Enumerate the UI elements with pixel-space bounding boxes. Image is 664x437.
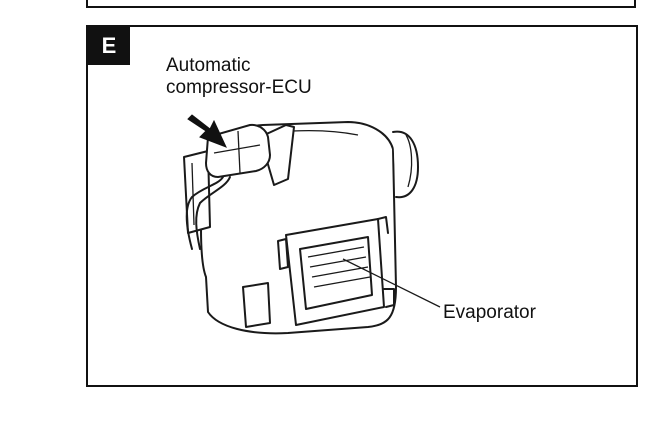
- figure-panel-e: E Automatic compressor-: [86, 25, 638, 387]
- pipe-stub: [392, 130, 419, 199]
- wire-harness: [185, 176, 224, 250]
- evaporator-unit-illustration: [183, 114, 441, 335]
- evaporator-leader-line: [342, 258, 441, 308]
- figure-letter-badge: E: [88, 27, 130, 65]
- evaporator-label: Evaporator: [443, 302, 536, 323]
- ecu-label-line-1: Automatic: [166, 55, 251, 76]
- lower-mount-foot: [242, 282, 271, 328]
- previous-figure-frame: [86, 0, 636, 8]
- pointer-arrow-icon: [187, 114, 227, 148]
- ecu-label-line-2: compressor-ECU: [166, 77, 312, 98]
